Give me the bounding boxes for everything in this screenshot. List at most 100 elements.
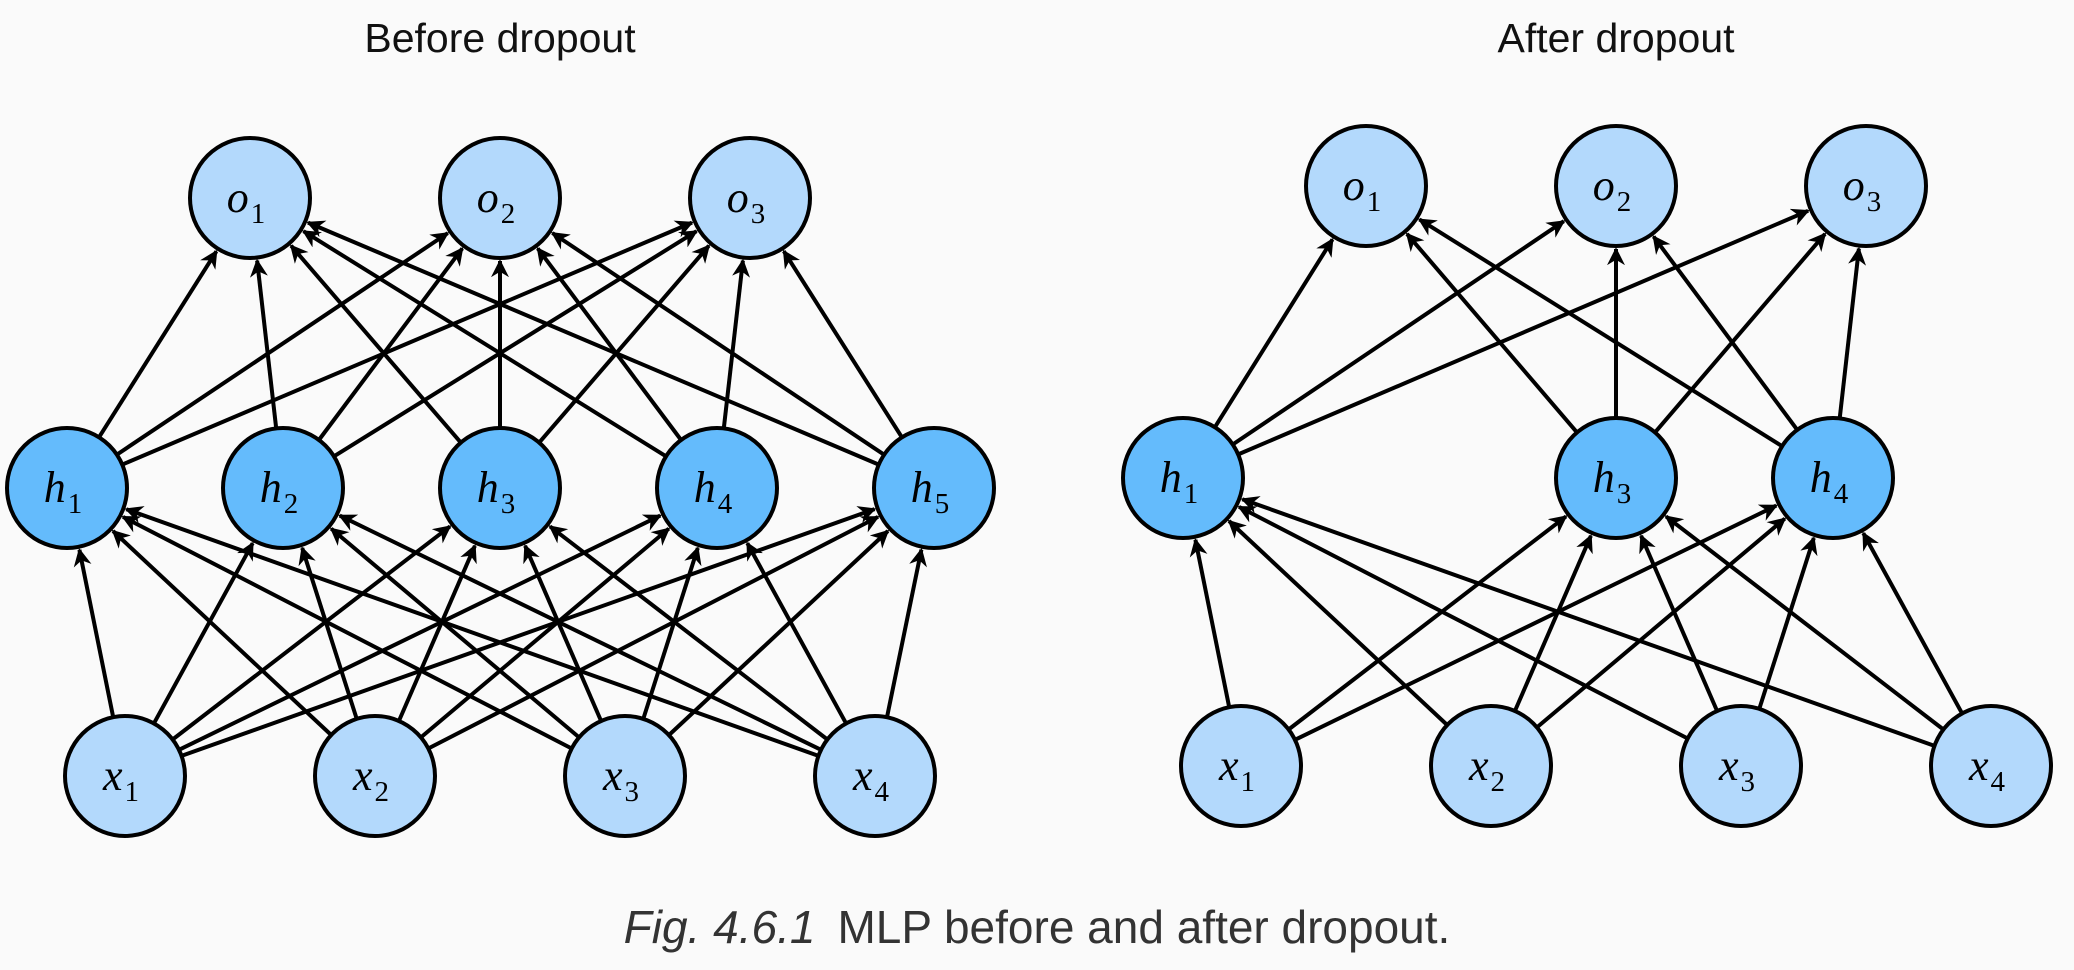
node-after-input-x3-letter: x: [1718, 741, 1739, 790]
node-after-output-o1-subscript: 1: [1367, 186, 1382, 218]
node-after-output-o3-label: o3: [1843, 161, 1882, 218]
edge-before-h4-o2: [536, 246, 683, 442]
edge-after-h3-o3: [1653, 232, 1827, 434]
node-before-output-o1-label: o1: [227, 173, 266, 230]
node-before-hidden-h1: h1: [5, 426, 129, 550]
node-before-input-x1-label: x1: [102, 751, 139, 808]
node-before-output-o1: o1: [188, 136, 312, 260]
edge-before-x2-h1: [111, 529, 333, 737]
node-after-input-x3-circle: [1679, 704, 1803, 828]
node-after-input-x3-subscript: 3: [1741, 766, 1756, 798]
node-after-input-x2-subscript: 2: [1491, 766, 1506, 798]
node-after-output-o3: o3: [1804, 124, 1928, 248]
node-after-input-x2-letter: x: [1468, 741, 1489, 790]
edge-before-h1-o1: [97, 249, 219, 439]
node-after-input-x1-letter: x: [1218, 741, 1239, 790]
node-before-input-x4: x4: [813, 714, 937, 838]
node-before-output-o3-label: o3: [727, 173, 766, 230]
node-before-input-x4-label: x4: [852, 751, 890, 808]
edge-before-x1-h1: [73, 548, 116, 718]
node-before-hidden-h4-circle: [655, 426, 779, 550]
node-before-output-o1-letter: o: [227, 173, 249, 222]
edge-before-x4-h4: [745, 541, 848, 725]
edge-before-x4-h5: [885, 547, 927, 718]
node-after-hidden-h1: h1: [1121, 416, 1245, 540]
node-before-output-o2-letter: o: [477, 173, 499, 222]
node-before-input-x1: x1: [63, 714, 187, 838]
node-before-hidden-h1-subscript: 1: [68, 488, 83, 520]
edge-before-h5-o1: [306, 220, 880, 467]
node-after-output-o1-circle: [1304, 124, 1428, 248]
node-before-hidden-h5-subscript: 5: [935, 488, 950, 520]
edge-after-x4-h4: [1861, 531, 1964, 715]
node-before-output-o3-letter: o: [727, 173, 749, 222]
node-after-output-o3-subscript: 3: [1867, 186, 1882, 218]
node-before-input-x4-circle: [813, 714, 937, 838]
node-before-hidden-h1-circle: [5, 426, 129, 550]
node-before-hidden-h2: h2: [221, 426, 345, 550]
node-before-output-o3-subscript: 3: [751, 198, 766, 230]
node-before-hidden-h1-label: h1: [44, 463, 83, 520]
node-before-output-o2: o2: [438, 136, 562, 260]
node-after-hidden-h3-letter: h: [1593, 453, 1615, 502]
edge-after-x1-h4: [1294, 503, 1778, 742]
node-after-input-x1-circle: [1179, 704, 1303, 828]
node-before-input-x2-subscript: 2: [375, 776, 390, 808]
node-after-output-o2-circle: [1554, 124, 1678, 248]
node-before-output-o2-subscript: 2: [501, 198, 516, 230]
edge-after-x1-h1: [1189, 538, 1232, 708]
node-after-hidden-h1-circle: [1121, 416, 1245, 540]
edge-after-x4-h1: [1240, 496, 1936, 748]
node-after-input-x4-letter: x: [1968, 741, 1989, 790]
edge-after-h4-o1: [1417, 217, 1784, 448]
node-after-hidden-h1-subscript: 1: [1184, 478, 1199, 510]
edge-before-x1-h4: [178, 513, 662, 752]
edge-after-h4-o2: [1651, 235, 1799, 431]
node-before-output-o2-label: o2: [477, 173, 516, 230]
edge-after-h1-o3: [1237, 208, 1810, 457]
node-before-hidden-h5-letter: h: [911, 463, 933, 512]
node-after-hidden-h1-label: h1: [1160, 453, 1199, 510]
node-after-output-o2-label: o2: [1593, 161, 1632, 218]
node-after-output-o2-letter: o: [1593, 161, 1615, 210]
edge-after-x3-h4: [1757, 536, 1818, 710]
edge-before-x2-h5: [427, 515, 880, 751]
node-after-input-x2-label: x2: [1468, 741, 1505, 798]
node-after-output-o3-circle: [1804, 124, 1928, 248]
node-before-output-o3-circle: [688, 136, 812, 260]
node-after-output-o1: o1: [1304, 124, 1428, 248]
node-after-output-o1-label: o1: [1343, 161, 1382, 218]
edge-before-h4-o1: [301, 229, 668, 458]
edge-after-h3-o1: [1405, 232, 1579, 434]
node-before-hidden-h3-label: h3: [477, 463, 516, 520]
node-before-output-o3: o3: [688, 136, 812, 260]
node-before-hidden-h3: h3: [438, 426, 562, 550]
node-before-hidden-h4-subscript: 4: [718, 488, 733, 520]
node-before-hidden-h2-letter: h: [260, 463, 282, 512]
node-before-output-o1-subscript: 1: [251, 198, 266, 230]
node-before-input-x1-circle: [63, 714, 187, 838]
edge-before-h5-o3: [782, 249, 904, 439]
edge-before-x4-h1: [124, 506, 820, 758]
node-before-hidden-h3-circle: [438, 426, 562, 550]
node-before-input-x1-subscript: 1: [125, 776, 140, 808]
panel-title-after: After dropout: [1497, 15, 1735, 61]
node-before-input-x3-subscript: 3: [625, 776, 640, 808]
edge-before-x4-h3: [548, 524, 829, 742]
edge-after-x2-h4: [1535, 517, 1787, 729]
node-after-input-x1: x1: [1179, 704, 1303, 828]
node-before-input-x2: x2: [313, 714, 437, 838]
node-after-input-x3-label: x3: [1718, 741, 1755, 798]
node-after-hidden-h1-letter: h: [1160, 453, 1182, 502]
node-before-hidden-h4: h4: [655, 426, 779, 550]
node-after-input-x2: x2: [1429, 704, 1553, 828]
node-after-output-o2: o2: [1554, 124, 1678, 248]
edge-before-x4-h2: [338, 513, 822, 752]
edge-after-x1-h3: [1287, 514, 1568, 732]
node-after-hidden-h4-letter: h: [1810, 453, 1832, 502]
edge-before-x3-h4: [641, 546, 702, 720]
edges-after: [1189, 208, 1964, 748]
edge-after-x2-h1: [1227, 519, 1449, 727]
